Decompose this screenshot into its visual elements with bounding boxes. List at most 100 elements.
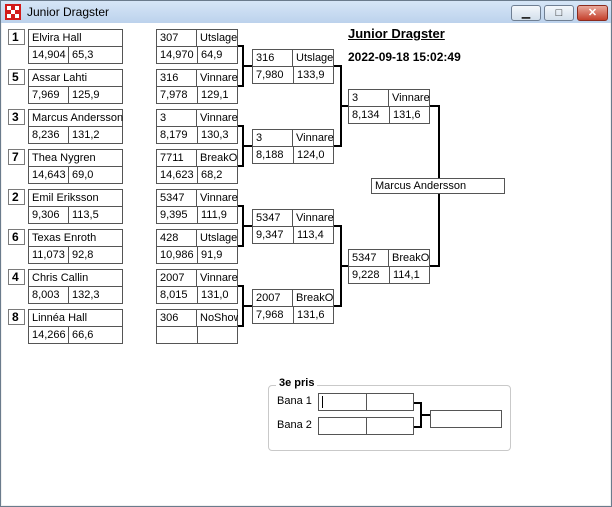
elapsed-time: 11,073: [32, 249, 65, 261]
car-number: 316: [160, 72, 179, 84]
connector: [420, 402, 422, 428]
heat-result: Vinnare: [200, 272, 238, 284]
bracket-connector: [334, 305, 341, 307]
cell-divider: [196, 270, 197, 286]
third-place-group: 3e pris Bana 1 Bana 2: [268, 377, 511, 451]
text-cursor: [322, 396, 323, 408]
bracket-connector: [238, 325, 243, 327]
minimize-button[interactable]: ▁: [511, 5, 541, 21]
entry-top-row: 5347BreakOut: [348, 249, 430, 267]
speed: 91,9: [197, 247, 239, 263]
bracket-connector: [430, 265, 440, 267]
elapsed-time: 14,970: [160, 49, 194, 61]
racer-name: Texas Enroth: [32, 232, 97, 244]
connector: [414, 426, 420, 428]
elapsed-time: 9,306: [32, 209, 60, 221]
seed-number: 5: [8, 69, 25, 85]
bracket-connector: [342, 265, 348, 267]
title-bar[interactable]: Junior Dragster ▁ □ ✕: [1, 1, 611, 23]
seed-number: 2: [8, 189, 25, 205]
cell-divider: [292, 290, 293, 306]
car-number: 2007: [256, 292, 281, 304]
cell-divider: [196, 70, 197, 86]
app-logo-icon: [5, 4, 21, 20]
bracket-connector: [244, 145, 252, 147]
car-number: 3: [352, 92, 359, 104]
elapsed-time: 7,978: [160, 89, 188, 101]
lane-1-label: Bana 1: [277, 395, 312, 407]
speed: [197, 327, 239, 343]
racer-name: Emil Eriksson: [32, 192, 99, 204]
bracket-connector: [238, 165, 243, 167]
speed: 129,1: [197, 87, 239, 103]
entry-top-row: 7711BreakOut: [156, 149, 238, 167]
bracket-connector: [238, 245, 243, 247]
bracket-connector: [242, 125, 244, 167]
elapsed-time: 8,003: [32, 289, 60, 301]
car-number: 307: [160, 32, 179, 44]
lane-1-input[interactable]: [318, 393, 414, 411]
minimize-icon: ▁: [521, 7, 531, 19]
lane-2-input[interactable]: [318, 417, 414, 435]
elapsed-time: 8,188: [256, 149, 284, 161]
entry-top-row: 307 Utslagen: [156, 29, 238, 47]
elapsed-time: 9,347: [256, 229, 284, 241]
speed: 113,4: [293, 227, 335, 243]
third-place-result: [430, 410, 502, 428]
elapsed-time: 7,980: [256, 69, 284, 81]
heat-result: Utslagen: [200, 32, 238, 44]
bracket-connector: [244, 305, 252, 307]
racer-name: Marcus Andersson: [32, 112, 123, 124]
connector: [414, 402, 420, 404]
bracket-connector: [334, 225, 341, 227]
entry-top-row: Linnéa Hall: [28, 309, 123, 327]
entry-top-row: Texas Enroth: [28, 229, 123, 247]
elapsed-time: 9,228: [352, 269, 380, 281]
elapsed-time: 7,969: [32, 89, 60, 101]
entry-top-row: Emil Eriksson: [28, 189, 123, 207]
elapsed-time: 8,015: [160, 289, 188, 301]
maximize-button[interactable]: □: [544, 5, 574, 21]
bracket-connector: [238, 125, 243, 127]
close-button[interactable]: ✕: [577, 5, 608, 21]
speed: 92,8: [68, 247, 124, 263]
racer-name: Linnéa Hall: [32, 312, 88, 324]
racer-name: Elvira Hall: [32, 32, 82, 44]
